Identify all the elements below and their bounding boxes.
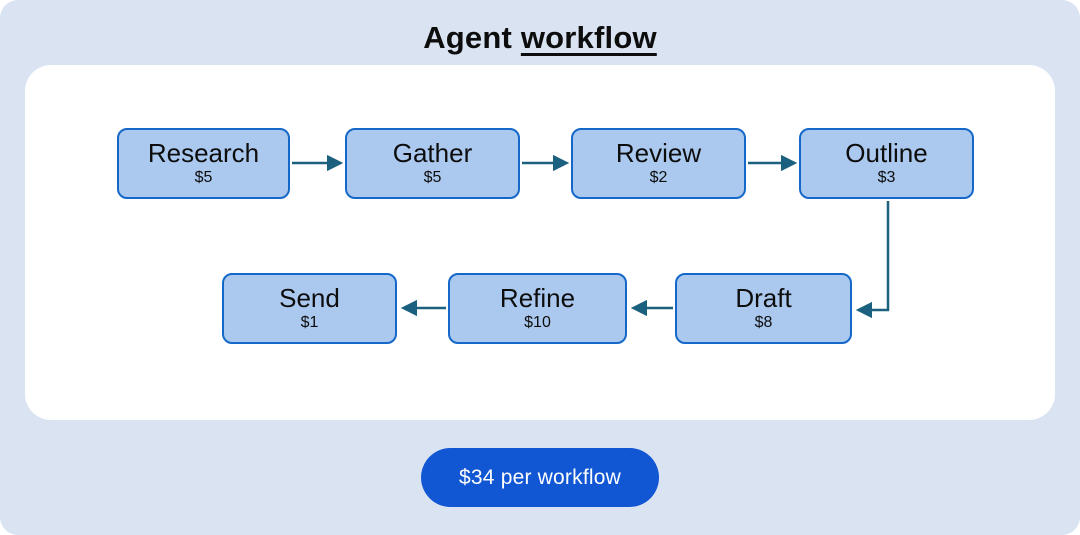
node-cost: $5 <box>423 168 442 186</box>
total-cost-badge: $34 per workflow <box>421 448 659 507</box>
node-label: Send <box>279 283 340 314</box>
node-cost: $2 <box>649 168 668 186</box>
page-title: Agent workflow <box>0 20 1080 56</box>
node-cost: $5 <box>194 168 213 186</box>
node-send: Send $1 <box>222 273 397 344</box>
node-research: Research $5 <box>117 128 290 199</box>
node-cost: $1 <box>300 313 319 331</box>
node-label: Draft <box>735 283 792 314</box>
page-title-prefix: Agent <box>423 20 521 55</box>
node-refine: Refine $10 <box>448 273 627 344</box>
total-cost-label: $34 per workflow <box>459 465 621 489</box>
node-label: Refine <box>499 283 576 314</box>
node-draft: Draft $8 <box>675 273 852 344</box>
node-label: Review <box>615 138 702 169</box>
node-label: Research <box>147 138 260 169</box>
node-cost: $8 <box>754 313 773 331</box>
node-label: Gather <box>392 138 473 169</box>
node-cost: $3 <box>877 168 896 186</box>
page-title-underlined: workflow <box>520 20 657 55</box>
node-outline: Outline $3 <box>799 128 974 199</box>
node-label: Outline <box>845 138 928 169</box>
workflow-canvas <box>25 65 1055 420</box>
node-gather: Gather $5 <box>345 128 520 199</box>
node-review: Review $2 <box>571 128 746 199</box>
node-cost: $10 <box>524 313 551 331</box>
